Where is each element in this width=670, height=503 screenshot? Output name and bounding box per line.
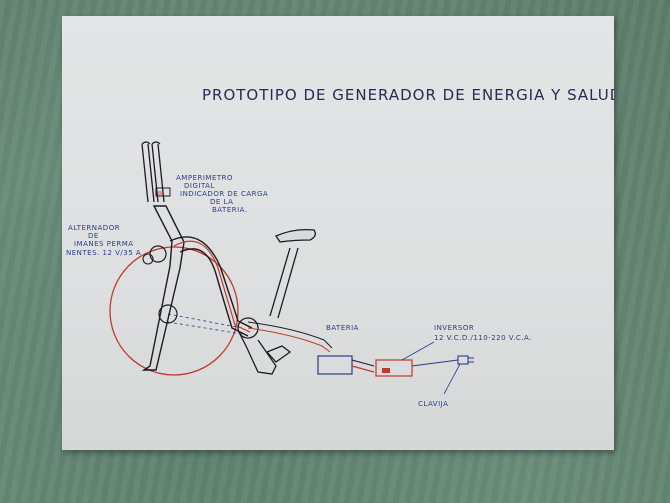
svg-text:INVERSOR: INVERSOR bbox=[434, 324, 474, 332]
black-wire-to-battery bbox=[247, 321, 333, 349]
clavija-label: CLAVIJA bbox=[418, 400, 448, 408]
battery-label: BATERIA bbox=[326, 324, 359, 332]
pedal-lever bbox=[237, 329, 277, 375]
belt-line-upper bbox=[167, 313, 243, 329]
svg-text:12 V.C.D./110-220 V.C.A.: 12 V.C.D./110-220 V.C.A. bbox=[434, 334, 532, 342]
belt-line-lower bbox=[167, 321, 243, 335]
svg-text:DE LA: DE LA bbox=[210, 198, 233, 206]
ammeter-label: AMPERIMETRO DIGITAL INDICADOR DE CARGA D… bbox=[176, 174, 268, 214]
svg-text:ALTERNADOR: ALTERNADOR bbox=[68, 224, 120, 232]
inverter-box bbox=[375, 359, 413, 377]
wire-battery-inverter-red bbox=[351, 365, 375, 373]
battery-box bbox=[317, 355, 353, 375]
red-wire-to-battery bbox=[247, 327, 331, 353]
clavija-leader-line bbox=[443, 363, 461, 395]
svg-text:BATERIA.: BATERIA. bbox=[212, 206, 248, 214]
poster-drawing: PROTOTIPO DE GENERADOR DE ENERGIA Y SALU… bbox=[66, 86, 670, 408]
svg-text:IMANES PERMA: IMANES PERMA bbox=[74, 240, 134, 248]
seat-post bbox=[269, 247, 299, 319]
main-frame-bottom bbox=[179, 248, 249, 337]
svg-text:NENTES. 12 V/35 A: NENTES. 12 V/35 A bbox=[66, 249, 141, 257]
flywheel-circle bbox=[109, 246, 239, 376]
alternator-label: ALTERNADOR DE IMANES PERMA NENTES. 12 V/… bbox=[66, 224, 141, 257]
ammeter-digits: 88 bbox=[158, 191, 164, 197]
plug-prongs bbox=[468, 357, 474, 363]
main-frame-top bbox=[169, 236, 253, 329]
front-fork-frame bbox=[141, 205, 185, 371]
svg-text:DE: DE bbox=[88, 232, 99, 240]
plug-body bbox=[457, 355, 469, 365]
inverter-leader-line bbox=[401, 341, 435, 361]
alternator-pulley bbox=[142, 253, 154, 265]
flywheel-hub bbox=[158, 304, 178, 324]
seat bbox=[275, 228, 316, 243]
handlebar-right bbox=[151, 143, 165, 203]
svg-text:AMPERIMETRO: AMPERIMETRO bbox=[176, 174, 233, 182]
inverter-label: INVERSOR 12 V.C.D./110-220 V.C.A. bbox=[434, 324, 532, 342]
poster-title: PROTOTIPO DE GENERADOR DE ENERGIA Y SALU… bbox=[202, 86, 614, 104]
paper-poster: PROTOTIPO DE GENERADOR DE ENERGIA Y SALU… bbox=[62, 16, 670, 450]
plug-cord bbox=[411, 359, 459, 367]
ammeter-box bbox=[155, 187, 171, 197]
handlebar-left bbox=[141, 143, 155, 203]
pedal-foot bbox=[265, 345, 292, 363]
wire-battery-inverter-black bbox=[351, 359, 375, 367]
svg-text:DIGITAL: DIGITAL bbox=[184, 182, 215, 190]
svg-text:INDICADOR DE CARGA: INDICADOR DE CARGA bbox=[180, 190, 268, 198]
pedal-crank bbox=[237, 317, 259, 339]
inverter-switch bbox=[382, 368, 390, 373]
red-cable-frame bbox=[173, 240, 251, 333]
handlebar-grips bbox=[141, 141, 161, 145]
